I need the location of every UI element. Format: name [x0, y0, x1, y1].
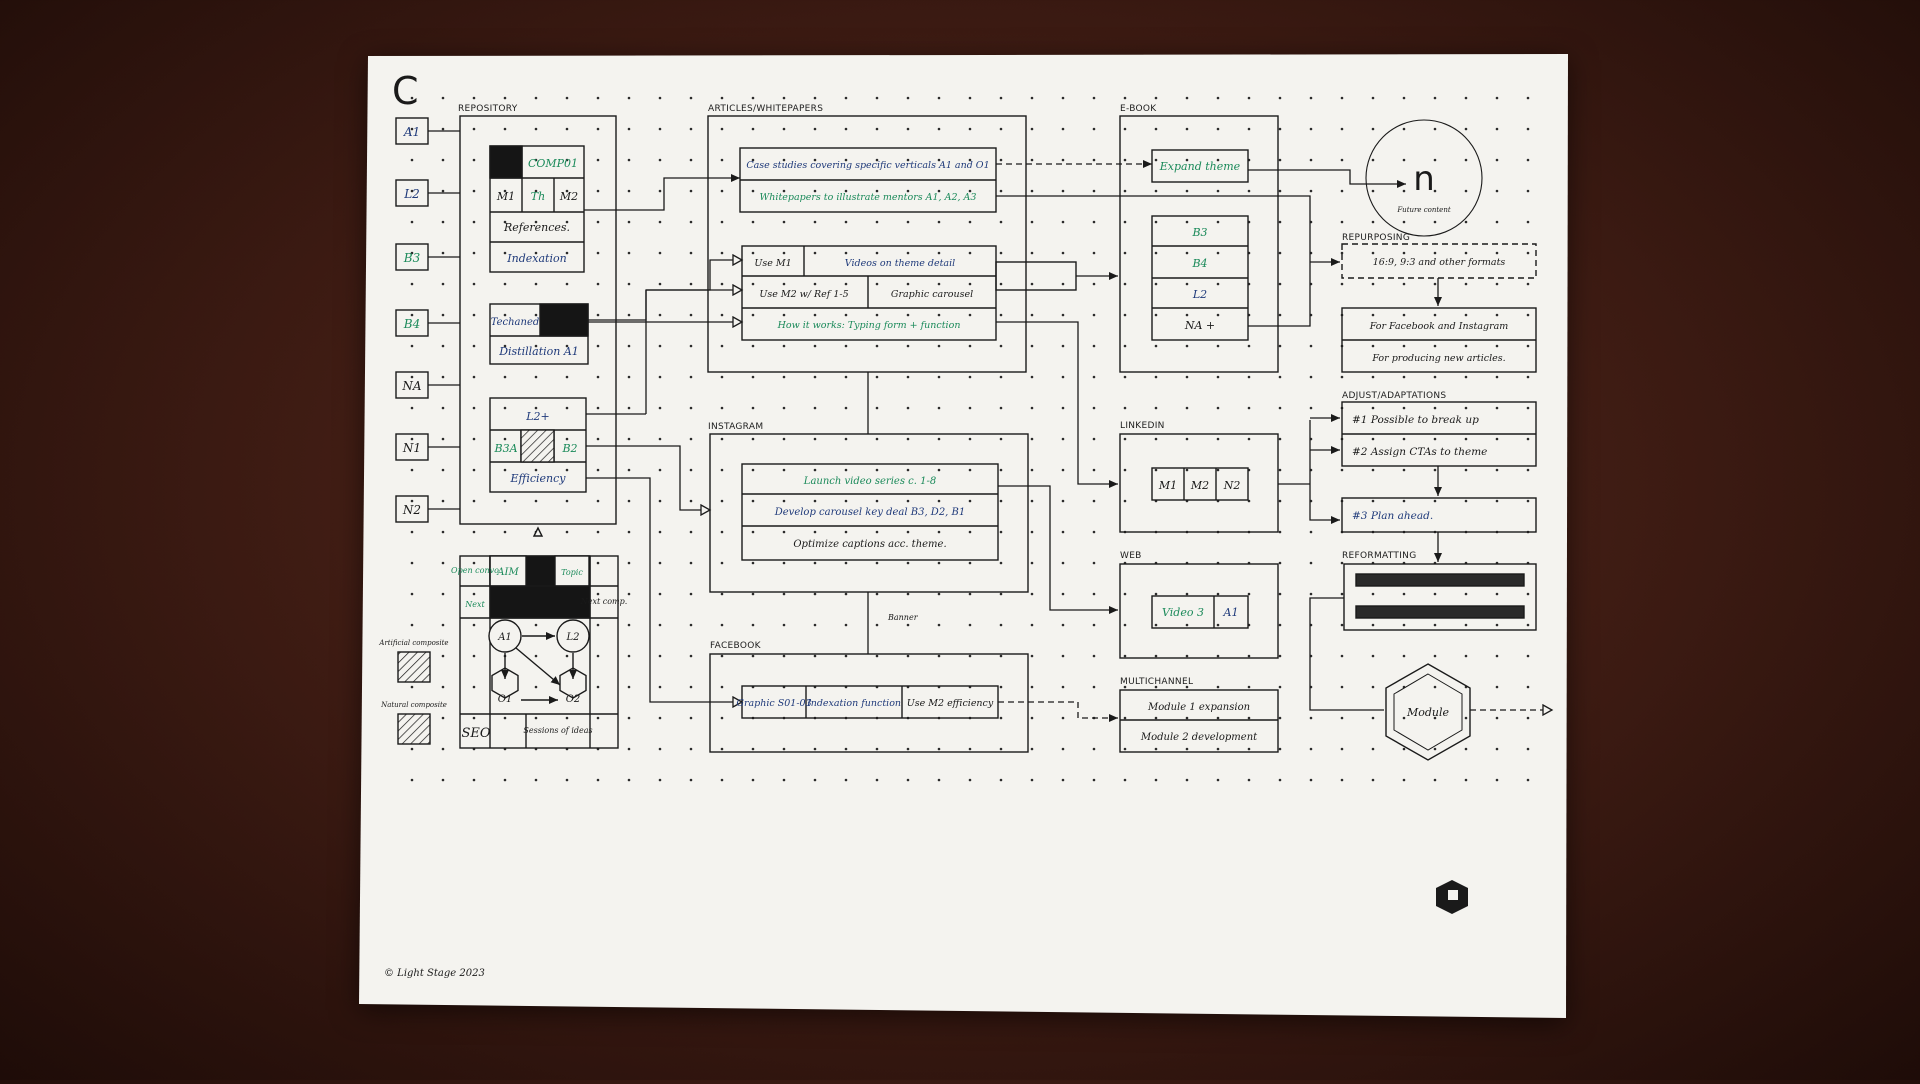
repo-l2plus: L2+: [525, 410, 550, 423]
facebook-cell-2: Indexation function: [806, 698, 901, 709]
adjust-section: [1341, 401, 1537, 533]
articles-row-1: Case studies covering specific verticals…: [746, 160, 989, 171]
multichannel-section: [1119, 689, 1279, 753]
future-caption: Future content: [1396, 206, 1451, 214]
side-tag-l2: L2: [403, 187, 420, 201]
side-tag-a1: A1: [403, 125, 420, 139]
repo-th: Th: [531, 190, 545, 203]
artificial-composite-label: Artificial composite: [378, 639, 448, 647]
logo-letter: C: [392, 69, 419, 113]
repo-b3a: B3A: [493, 442, 517, 455]
instagram-row-3: Optimize captions acc. theme.: [793, 539, 946, 550]
module-label: Module: [1406, 706, 1450, 719]
future-circle: [1365, 119, 1483, 237]
side-tag-na: NA: [401, 379, 422, 393]
repurposing-row-1: For Facebook and Instagram: [1369, 321, 1509, 332]
articles-title: ARTICLES/WHITEPAPERS: [708, 104, 823, 114]
side-tag-b3: B3: [403, 251, 421, 265]
linkedin-title: LINKEDIN: [1120, 421, 1165, 431]
repository-title: REPOSITORY: [458, 104, 518, 114]
repository-frame: [459, 115, 617, 525]
ebook-item-b4: B4: [1191, 257, 1207, 270]
up-triangle-icon: [532, 526, 544, 537]
analysis-seo: SEO: [461, 726, 490, 741]
ebook-item-b3: B3: [1191, 226, 1207, 239]
linkedin-section: [1119, 433, 1279, 533]
articles-use-m1: Use M1: [754, 258, 791, 269]
ebook-title: E-BOOK: [1120, 104, 1157, 114]
repo-efficiency: Efficiency: [510, 472, 567, 485]
side-tag-n2: N2: [402, 503, 421, 517]
composite-swatches: [397, 651, 431, 745]
analysis-grid: [459, 555, 619, 749]
facebook-cell-1: Graphic S01-03: [736, 698, 811, 709]
articles-use-m2: Use M2 w/ Ref 1-5: [759, 289, 848, 300]
articles-row-2: Whitepapers to illustrate mentors A1, A2…: [760, 192, 977, 203]
analysis-next-comp: Next comp.: [580, 597, 628, 606]
instagram-row-2: Develop carousel key deal B3, D2, B1: [774, 507, 966, 518]
linkedin-cell-n2: N2: [1223, 479, 1241, 492]
repo-techaned: Techaned: [491, 317, 540, 328]
ebook-item-na: NA +: [1184, 319, 1215, 332]
repurposing-section: [1341, 243, 1537, 373]
repo-m2: M2: [559, 190, 578, 203]
articles-videos: Videos on theme detail: [845, 258, 955, 269]
multichannel-title: MULTICHANNEL: [1120, 677, 1193, 687]
node-a1: A1: [497, 632, 512, 643]
copyright: © Light Stage 2023: [384, 968, 485, 979]
analysis-next: Next: [464, 600, 485, 609]
repo-b2: B2: [561, 442, 577, 455]
facebook-title: FACEBOOK: [710, 641, 762, 651]
side-tag-n1: N1: [402, 441, 421, 455]
multichannel-row-2: Module 2 development: [1140, 732, 1258, 743]
adjust-row-3: #3 Plan ahead.: [1352, 510, 1433, 522]
side-tag-b4: B4: [403, 317, 420, 331]
repo-distillation: Distillation A1: [498, 345, 579, 358]
instagram-title: INSTAGRAM: [708, 422, 763, 432]
reformatting-section: [1343, 563, 1537, 631]
natural-composite-label: Natural composite: [380, 701, 447, 709]
adjust-row-1: #1 Possible to break up: [1352, 414, 1479, 426]
repo-indexation: Indexation: [506, 252, 566, 265]
ebook-section: [1119, 115, 1279, 373]
node-o1: O1: [498, 694, 513, 705]
adjust-row-2: #2 Assign CTAs to theme: [1352, 446, 1487, 458]
ebook-item-l2: L2: [1192, 288, 1207, 301]
node-l2: L2: [565, 632, 579, 643]
analysis-aim: AIM: [496, 567, 519, 578]
repo-m1: M1: [496, 190, 515, 203]
banner-label: Banner: [887, 613, 919, 622]
module-hexagon: [1385, 663, 1471, 761]
web-title: WEB: [1120, 551, 1142, 561]
adjust-title: ADJUST/ADAPTATIONS: [1342, 391, 1446, 401]
future-letter: n: [1413, 159, 1435, 199]
ebook-expand: Expand theme: [1159, 160, 1241, 173]
node-o2: O2: [566, 694, 581, 705]
web-cell-a1: A1: [1223, 606, 1239, 619]
brand-mark-icon: [1436, 880, 1468, 914]
facebook-cell-3: Use M2 efficiency: [907, 698, 994, 709]
multichannel-row-1: Module 1 expansion: [1147, 702, 1250, 713]
repo-references: References.: [503, 221, 570, 234]
analysis-topic: Topic: [561, 568, 583, 577]
web-cell-video: Video 3: [1162, 606, 1204, 619]
repurposing-row-2: For producing new articles.: [1371, 353, 1505, 364]
analysis-sessions: Sessions of ideas: [523, 726, 592, 735]
repurposing-formats: 16:9, 9:3 and other formats: [1373, 257, 1506, 268]
linkedin-cell-m1: M1: [1158, 479, 1177, 492]
instagram-row-1: Launch video series c. 1-8: [803, 476, 936, 487]
articles-graphic: Graphic carousel: [891, 289, 973, 300]
reformatting-title: REFORMATTING: [1342, 551, 1416, 561]
analysis-open-convo: Open convo: [451, 566, 499, 575]
repo-comp01: COMP01: [528, 157, 578, 170]
linkedin-cell-m2: M2: [1190, 479, 1209, 492]
connectors: [428, 130, 1552, 722]
repurposing-title: REPURPOSING: [1342, 233, 1410, 243]
articles-how: How it works: Typing form + function: [777, 320, 961, 331]
web-section: [1119, 563, 1279, 659]
